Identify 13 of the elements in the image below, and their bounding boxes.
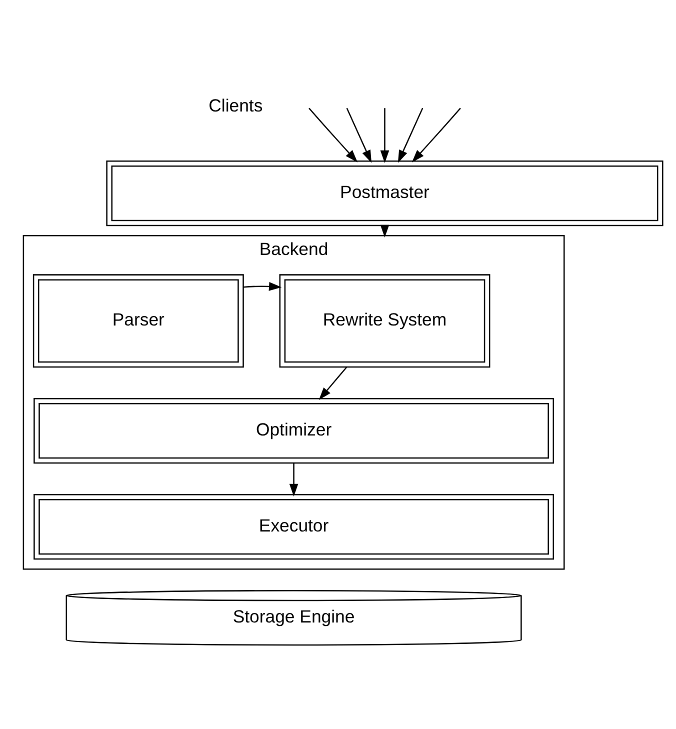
label: Clients [208,95,263,116]
arrow [398,108,424,163]
node-box: Optimizer [34,398,554,464]
arrow [289,463,298,496]
arrow [380,108,390,164]
node-box: Parser [32,274,244,368]
arrow [412,108,461,162]
arrow [318,366,348,400]
node-box: Executor [34,494,554,560]
arrow [346,108,372,163]
node-box: Rewrite System [279,274,490,368]
arrow [308,108,358,162]
arrow [243,282,282,291]
